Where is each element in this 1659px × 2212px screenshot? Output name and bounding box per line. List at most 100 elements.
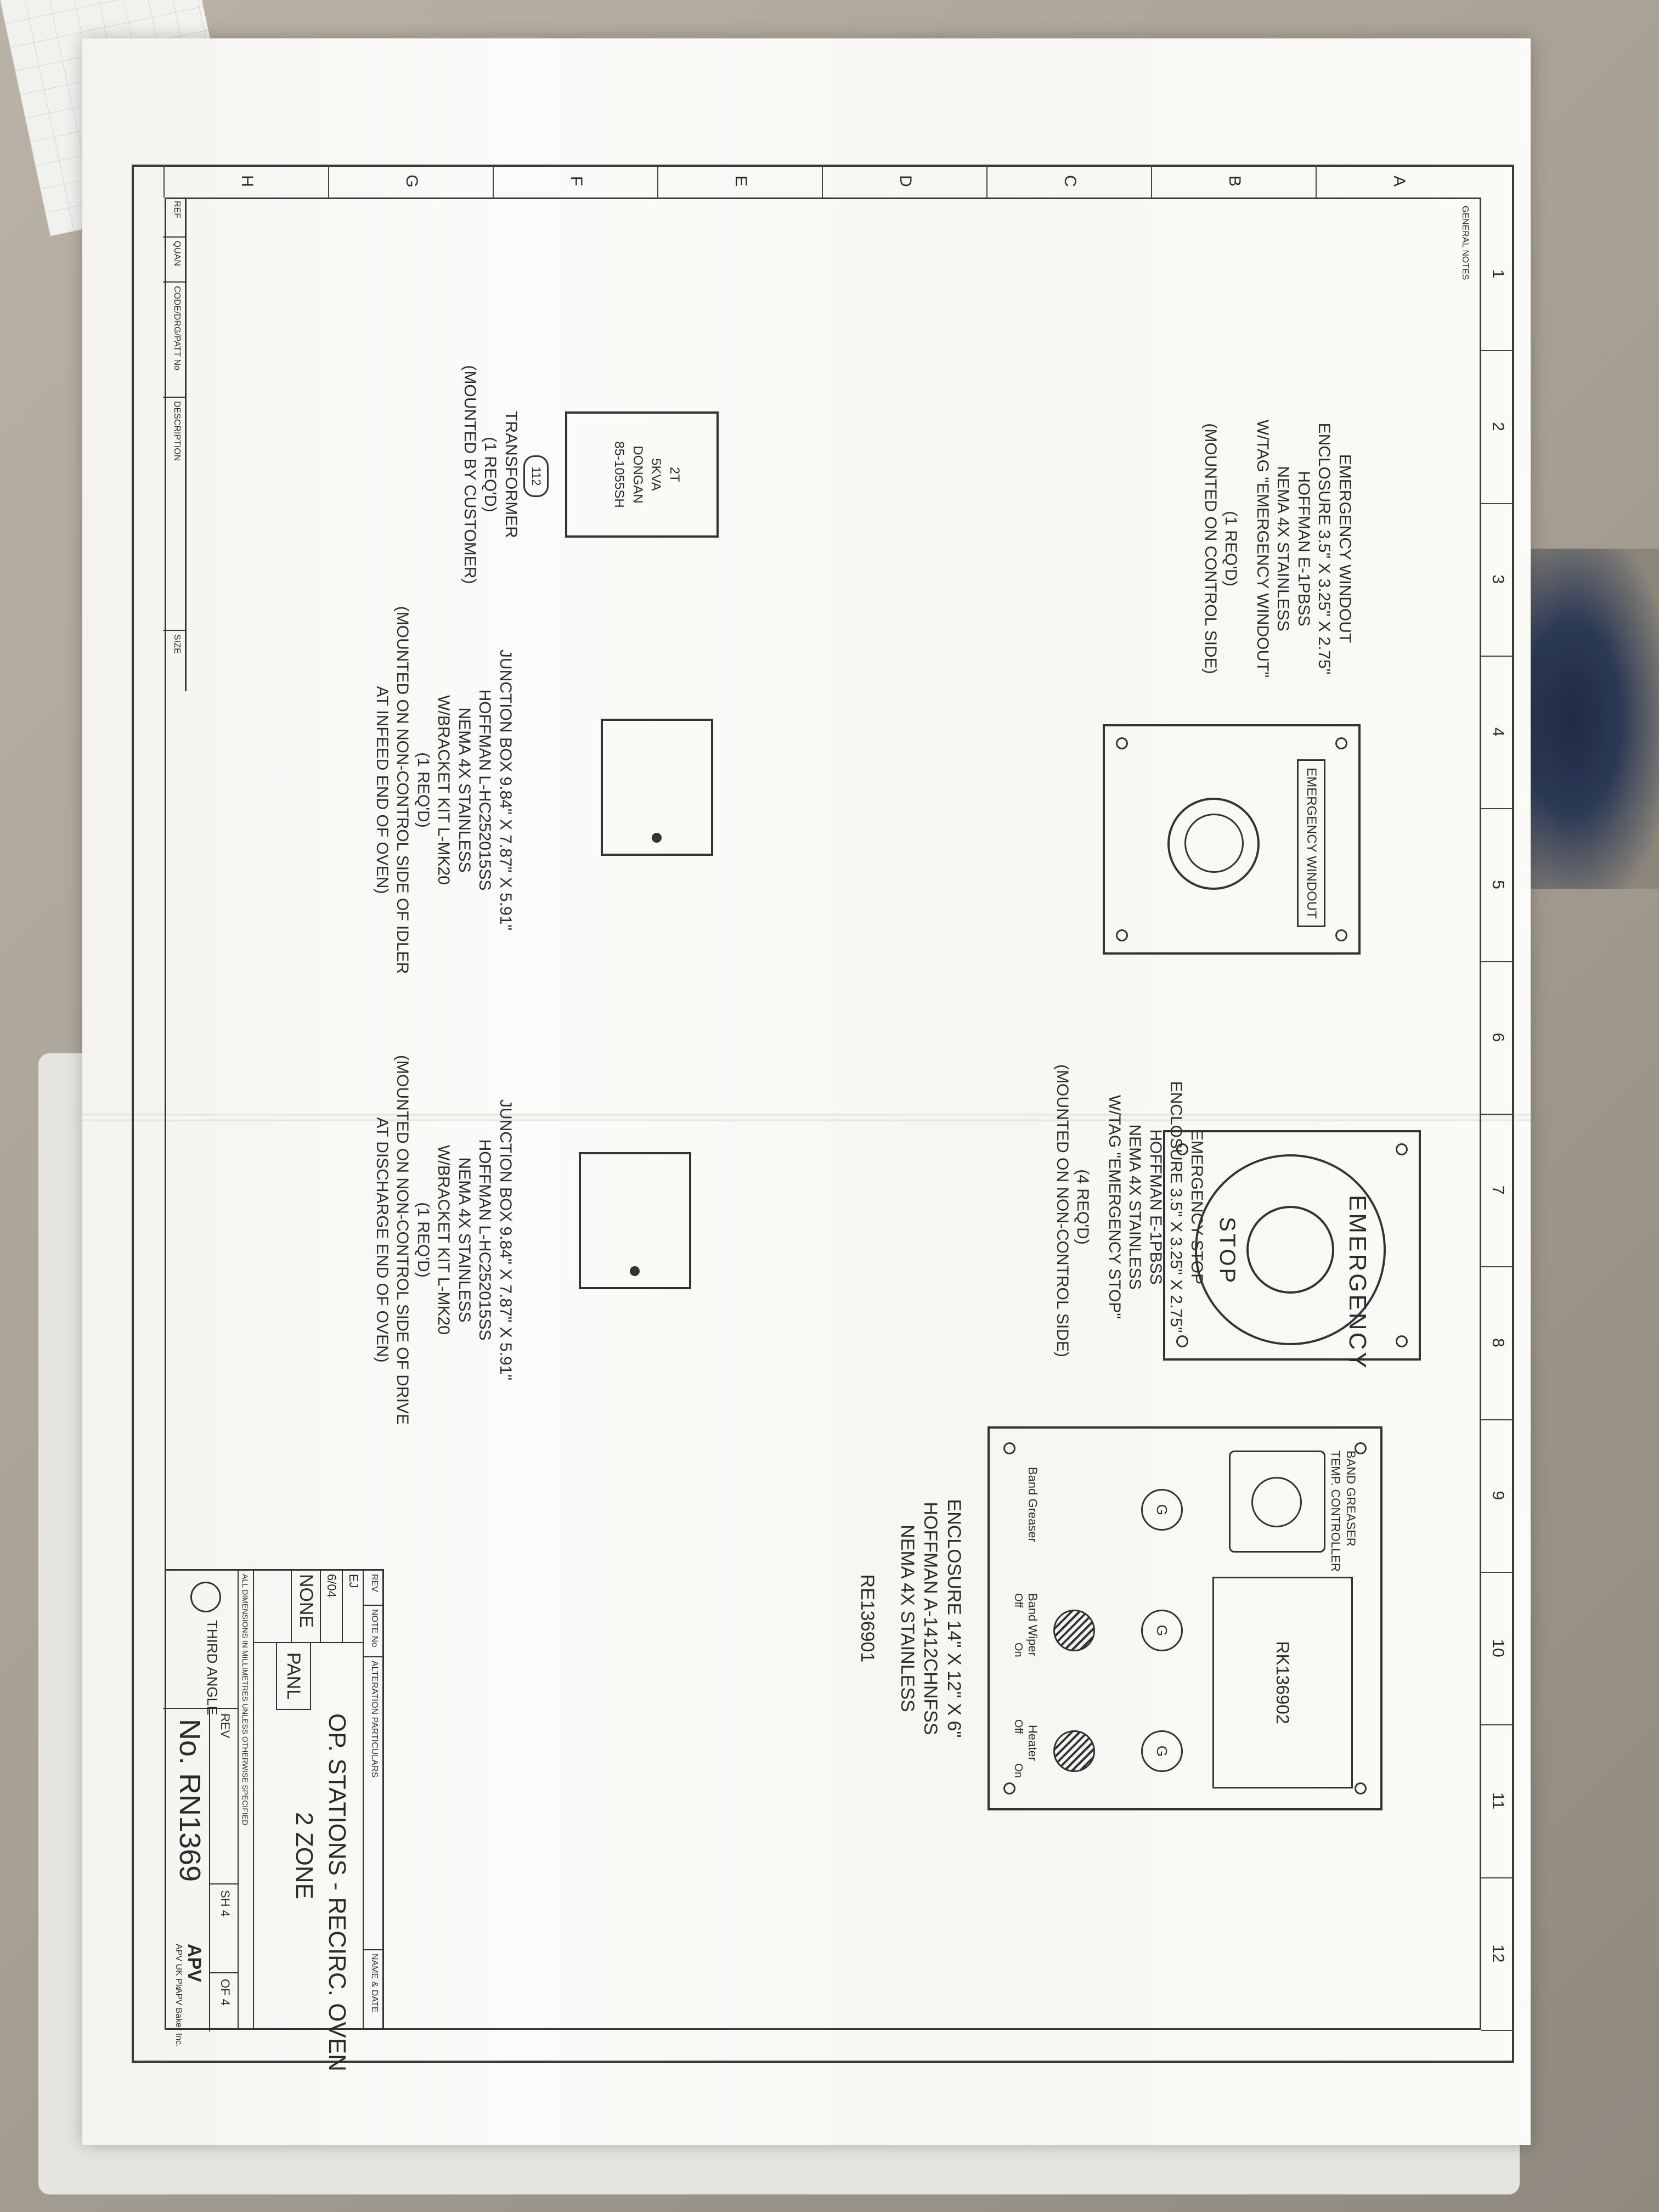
transformer-tag: 112 xyxy=(523,455,549,497)
zone-column-4: 4 xyxy=(1481,656,1514,810)
zone-column-7: 7 xyxy=(1481,1114,1514,1268)
company-name-1: APV UK Plc xyxy=(174,1944,183,1991)
background-fabric xyxy=(1514,549,1659,889)
zone-row-f: F xyxy=(493,165,658,198)
company-logo: APV xyxy=(184,1944,205,1982)
rev-header-rev: REV xyxy=(364,1571,382,1606)
windout-button-icon xyxy=(1167,798,1260,890)
parts-header-size: SIZE xyxy=(172,634,182,654)
switch-label-band-greaser: Band Greaser xyxy=(1026,1467,1040,1542)
transformer-mount: (MOUNTED BY CUSTOMER) xyxy=(461,365,479,584)
fold-line xyxy=(82,1114,1531,1121)
windout-line-1: EMERGENCY WINDOUT xyxy=(1336,454,1354,644)
jbox2-line-7: AT DISCHARGE END OF OVEN) xyxy=(373,1117,391,1363)
estop-ring-icon: EMERGENCY STOP xyxy=(1195,1154,1386,1370)
drawing-sheet xyxy=(82,38,1531,2145)
panel-line-2: HOFFMAN A-1412CHNFSS xyxy=(920,1502,941,1735)
company-name-2: APV Baker Inc. xyxy=(174,1988,183,2047)
mount-hole xyxy=(1335,737,1347,749)
title-block-meta: EJ 6/04 NONE xyxy=(254,1571,364,1643)
estop-line-4: NEMA 4X STAINLESS xyxy=(1126,1124,1144,1290)
mount-hole xyxy=(1116,929,1128,941)
selector-switch-icon xyxy=(1053,1610,1095,1651)
parts-header-description: DESCRIPTION xyxy=(163,398,185,631)
jbox1-line-3: NEMA 4X STAINLESS xyxy=(455,707,473,873)
controller-label-2: TEMP. CONTROLLER xyxy=(1329,1451,1343,1572)
zone-row-a: A xyxy=(1316,165,1481,198)
controller-label-1: BAND GREASER xyxy=(1344,1451,1358,1547)
panel-line-1: ENCLOSURE 14" X 12" X 6" xyxy=(944,1499,964,1738)
switch-state-off: Off xyxy=(1012,1593,1024,1608)
jbox1-line-2: HOFFMAN L-HC252015SS xyxy=(476,689,494,891)
junction-box-2 xyxy=(579,1152,691,1289)
rev-header-name-date: NAME & DATE xyxy=(370,1954,379,2013)
sheet-row: REV SH 4 OF 4 xyxy=(209,1708,238,2032)
parts-header-code: CODE/DRG/PATT No xyxy=(163,283,185,398)
zone-column-11: 11 xyxy=(1481,1724,1514,1878)
transformer-line-4: 85-1055SH xyxy=(612,441,627,508)
control-panel-enclosure: BAND GREASER TEMP. CONTROLLER RK136902 G… xyxy=(988,1426,1383,1810)
estop-enclosure: EMERGENCY STOP xyxy=(1163,1130,1421,1370)
zone-row-d: D xyxy=(822,165,988,198)
jbox2-line-3: NEMA 4X STAINLESS xyxy=(455,1157,473,1323)
zone-column-3: 3 xyxy=(1481,503,1514,657)
panel-line-3: NEMA 4X STAINLESS xyxy=(897,1525,918,1712)
group-value: PANL xyxy=(276,1642,311,1710)
sheet-number: SH 4 xyxy=(210,1884,238,1973)
windout-mount: (MOUNTED ON CONTROL SIDE) xyxy=(1201,423,1220,674)
junction-box-2-spec: JUNCTION BOX 9.84" X 7.87" X 5.91" HOFFM… xyxy=(372,1042,516,1437)
zone-row-c: C xyxy=(986,165,1152,198)
dimensions-note: ALL DIMENSIONS IN MILLIMETRES UNLESS OTH… xyxy=(238,1571,254,2028)
estop-line-5: W/TAG "EMERGENCY STOP" xyxy=(1105,1094,1124,1319)
parts-header-quan: QUAN xyxy=(163,237,185,283)
transformer-box: 2T 5KVA DONGAN 85-1055SH xyxy=(565,411,719,538)
zone-row-g: G xyxy=(328,165,494,198)
indicator-lamp-icon: G xyxy=(1141,1610,1183,1651)
zone-column-1: 1 xyxy=(1481,198,1514,352)
mount-hole xyxy=(1116,737,1128,749)
projection-symbol-icon xyxy=(190,1582,221,1612)
windout-line-4: NEMA 4X STAINLESS xyxy=(1274,466,1293,631)
zone-row-e: E xyxy=(657,165,823,198)
transformer-qty: (1 REQ'D) xyxy=(481,437,500,512)
panel-spec: ENCLOSURE 14" X 12" X 6" HOFFMAN A-1412C… xyxy=(856,1426,966,1810)
drawn-by: EJ xyxy=(342,1571,364,1642)
estop-qty: (4 REQ'D) xyxy=(1074,1169,1092,1245)
zone-column-8: 8 xyxy=(1481,1266,1514,1420)
switch-state-on: On xyxy=(1012,1643,1024,1657)
rev-header-note: NOTE No xyxy=(364,1606,382,1657)
zone-column-9: 9 xyxy=(1481,1419,1514,1573)
estop-mount: (MOUNTED ON NON-CONTROL SIDE) xyxy=(1053,1064,1071,1357)
panel-part-label: RK136902 xyxy=(1212,1577,1353,1788)
switch-label-heater: Heater xyxy=(1026,1725,1040,1762)
jbox1-line-6: (MOUNTED ON NON-CONTROL SIDE OF IDLER xyxy=(393,606,412,974)
jbox1-line-4: W/BRACKET KIT L-MK20 xyxy=(435,695,453,885)
title-block: REV NOTE No ALTERATION PARTICULARS NAME … xyxy=(163,1569,384,2072)
windout-enclosure: EMERGENCY WINDOUT xyxy=(1103,724,1361,955)
drawn-date: 6/04 xyxy=(320,1571,342,1642)
rev-header-alteration: ALTERATION PARTICULARS xyxy=(364,1657,382,1950)
windout-qty: (1 REQ'D) xyxy=(1222,511,1240,586)
zone-column-5: 5 xyxy=(1481,808,1514,962)
estop-ring-text-2: STOP xyxy=(1215,1217,1239,1285)
rev-label: REV xyxy=(210,1708,238,1884)
jbox2-line-6: (MOUNTED ON NON-CONTROL SIDE OF DRIVE xyxy=(393,1055,412,1425)
transformer-line-1: 2T xyxy=(667,466,682,482)
panel-part-2: RE136901 xyxy=(857,1574,878,1663)
zone-column-6: 6 xyxy=(1481,961,1514,1115)
drawing-subtitle: 2 ZONE xyxy=(291,1812,318,1899)
controller-label: BAND GREASER TEMP. CONTROLLER xyxy=(1328,1451,1358,1572)
windout-spec: EMERGENCY WINDOUT ENCLOSURE 3.5" X 3.25"… xyxy=(1200,406,1356,691)
indicator-lamp-icon: G xyxy=(1141,1489,1183,1531)
jbox2-line-4: W/BRACKET KIT L-MK20 xyxy=(435,1145,453,1335)
zone-column-2: 2 xyxy=(1481,350,1514,504)
zone-row-b: B xyxy=(1151,165,1317,198)
jbox2-line-1: JUNCTION BOX 9.84" X 7.87" X 5.91" xyxy=(496,1099,515,1381)
junction-box-1 xyxy=(601,719,713,856)
rev-header-row: REV NOTE No ALTERATION PARTICULARS NAME … xyxy=(363,1571,382,2028)
zone-column-12: 12 xyxy=(1481,1877,1514,2031)
drawing-title: OP. STATIONS - RECIRC. OVEN xyxy=(324,1713,351,2072)
jbox2-line-5: (1 REQ'D) xyxy=(414,1202,432,1278)
drawing-number: No. RN1369 xyxy=(173,1719,206,1882)
windout-tag-plate: EMERGENCY WINDOUT xyxy=(1297,759,1325,927)
